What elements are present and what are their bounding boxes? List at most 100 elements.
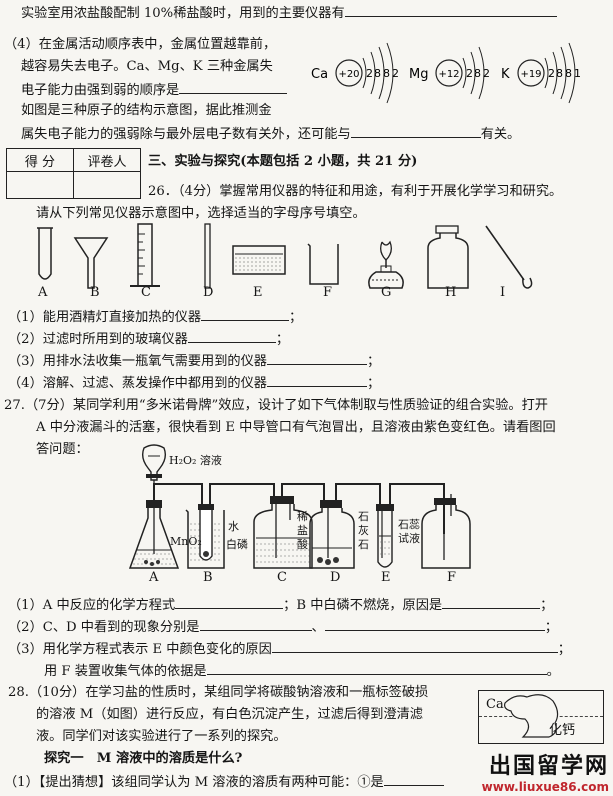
text-line-5: 如图是三种原子的结构示意图，据此推测金 xyxy=(21,103,272,118)
score-cell[interactable] xyxy=(6,171,74,199)
h2o2-label: H₂O₂ 溶液 xyxy=(169,454,222,467)
answer-blank[interactable] xyxy=(324,617,545,631)
section-3-heading: 三、实验与探究(本题包括 2 小题，共 21 分) xyxy=(148,154,418,169)
svg-text:Ca: Ca xyxy=(311,67,328,82)
q27-item-3b: 用 F 装置收集气体的依据是。 xyxy=(44,661,560,681)
atom-mg: Mg +12 2 8 2 xyxy=(409,46,490,100)
q27-item-2: （2）C、D 中看到的现象分别是、； xyxy=(8,617,558,637)
app-label-a: A xyxy=(149,570,159,585)
svg-text:8: 8 xyxy=(374,67,381,80)
test-tube-icon xyxy=(37,227,53,280)
litmus-label: 石蕊试液 xyxy=(398,518,420,545)
dilute-acid-label: 稀盐酸 xyxy=(297,510,308,551)
answer-blank[interactable] xyxy=(266,351,367,365)
q26-intro: 请从下列常见仪器示意图中，选择适当的字母序号填空。 xyxy=(36,206,366,221)
svg-text:2: 2 xyxy=(483,67,490,80)
svg-text:Mg: Mg xyxy=(409,67,428,82)
q28-line-3: 液。同学们对该实验进行了一系列的探究。 xyxy=(36,729,287,744)
svg-text:8: 8 xyxy=(474,67,481,80)
answer-blank[interactable] xyxy=(344,3,557,17)
app-label-c: C xyxy=(277,570,287,585)
label-g: G xyxy=(381,285,392,300)
label-d: D xyxy=(203,285,214,300)
text-line-3: 越容易失去电子。Ca、Mg、K 三种金属失 xyxy=(21,59,273,74)
svg-text:1: 1 xyxy=(574,67,581,80)
q28-line-5: （1）【提出猜想】该组同学认为 M 溶液的溶质有两种可能：①是 xyxy=(4,772,444,792)
app-label-e: E xyxy=(381,570,391,585)
svg-text:2: 2 xyxy=(366,67,373,80)
q26-item-1: （1）能用酒精灯直接加热的仪器； xyxy=(8,307,302,327)
watermark-url: www.liuxue86.com xyxy=(481,780,609,794)
answer-blank[interactable] xyxy=(187,329,276,343)
svg-text:8: 8 xyxy=(565,67,572,80)
label-h: H xyxy=(445,285,457,300)
q26-item-4: （4）溶解、过滤、蒸发操作中都用到的仪器； xyxy=(8,373,380,393)
atom-structure-diagrams: Ca +20 2 8 8 2 Mg +12 2 8 2 K +19 2 8 8 … xyxy=(311,42,581,104)
text-line-6: 属失电子能力的强弱除与最外层电子数有关外，还可能与有关。 xyxy=(21,124,520,144)
answer-blank[interactable] xyxy=(271,639,558,653)
answer-blank[interactable] xyxy=(179,80,288,94)
label-f: F xyxy=(323,285,333,300)
answer-blank[interactable] xyxy=(175,595,284,609)
q28-line-4: 探究一 M 溶液中的溶质是什么? xyxy=(44,751,243,766)
gas-bottle-icon xyxy=(427,225,469,289)
q26-title: 26．（4分）掌握常用仪器的特征和用途，有利于开展化学学习和研究。 xyxy=(148,184,563,199)
label-chem-text: 化钙 xyxy=(549,723,576,738)
answer-blank[interactable] xyxy=(206,661,547,675)
bottle-c xyxy=(253,496,313,569)
app-label-f: F xyxy=(447,570,457,585)
q27-item-3: （3）用化学方程式表示 E 中颜色变化的原因； xyxy=(8,639,571,659)
apparatus-figure xyxy=(128,444,471,569)
grader-header: 评卷人 xyxy=(73,148,141,172)
text-line-1: 实验室用浓盐酸配制 10%稀盐酸时，用到的主要仪器有 xyxy=(21,3,557,23)
label-i: I xyxy=(500,285,506,300)
label-ca: Ca xyxy=(486,697,504,712)
torn-label-figure: Ca 化钙 xyxy=(478,690,604,744)
q26-item-3: （3）用排水法收集一瓶氧气需要用到的仪器； xyxy=(8,351,380,371)
atom-k: K +19 2 8 8 1 xyxy=(501,42,581,104)
text-line-4: 电子能力由强到弱的顺序是 xyxy=(21,80,288,100)
svg-text:K: K xyxy=(501,67,510,82)
text-line-2: （4）在金属活动顺序表中，金属位置越靠前， xyxy=(4,37,277,52)
beaker-b xyxy=(185,504,225,569)
score-header: 得 分 xyxy=(6,148,74,172)
q28-line-1: 28.（10分）在学习盐的性质时，某组同学将碳酸钠溶液和一瓶标签破损 xyxy=(8,685,429,700)
q28-line-2: 的溶液 M（如图）进行反应，有白色沉淀产生，过滤后得到澄清滤 xyxy=(36,707,423,722)
answer-blank[interactable] xyxy=(199,617,312,631)
answer-blank[interactable] xyxy=(383,772,444,786)
answer-blank[interactable] xyxy=(350,124,481,138)
flask-a xyxy=(128,444,180,569)
q27-line-2: A 中分液漏斗的活塞，很快看到 E 中导管口有气泡冒出，且溶液由紫色变红色。请看… xyxy=(36,420,556,435)
white-p-label: 白磷 xyxy=(226,538,248,551)
limestone-label: 石灰石 xyxy=(358,510,369,551)
label-b: B xyxy=(90,285,100,300)
svg-text:+19: +19 xyxy=(520,69,541,80)
glass-rod-icon xyxy=(204,223,211,289)
q27-line-3: 答问题： xyxy=(36,442,89,457)
q27-title: 27.（7分）某同学利用“多米诺骨牌”效应，设计了如下气体制取与性质验证的组合实… xyxy=(4,398,548,413)
grader-cell[interactable] xyxy=(73,171,141,199)
answer-blank[interactable] xyxy=(266,373,367,387)
tube-e xyxy=(376,504,394,568)
water-trough-icon xyxy=(232,245,286,275)
app-label-b: B xyxy=(203,570,213,585)
bottle-d xyxy=(309,500,355,569)
mno2-label: MnO₂ xyxy=(170,535,202,548)
svg-text:+20: +20 xyxy=(338,69,359,80)
funnel-icon xyxy=(73,237,109,289)
label-a: A xyxy=(38,285,48,300)
svg-text:2: 2 xyxy=(392,67,399,80)
torn-edge-icon xyxy=(504,694,559,738)
app-label-d: D xyxy=(330,570,341,585)
water-label: 水 xyxy=(228,520,239,533)
watermark: 出国留学网 www.liuxue86.com xyxy=(482,748,609,794)
answer-blank[interactable] xyxy=(442,595,541,609)
svg-text:2: 2 xyxy=(548,67,555,80)
label-e: E xyxy=(253,285,263,300)
answer-blank[interactable] xyxy=(201,307,290,321)
instruments-figure xyxy=(37,223,533,289)
alcohol-lamp-icon xyxy=(368,240,404,289)
graduated-cylinder-icon xyxy=(130,223,160,287)
combustion-spoon-icon xyxy=(485,225,533,289)
q26-item-2: （2）过滤时所用到的玻璃仪器； xyxy=(8,329,289,349)
